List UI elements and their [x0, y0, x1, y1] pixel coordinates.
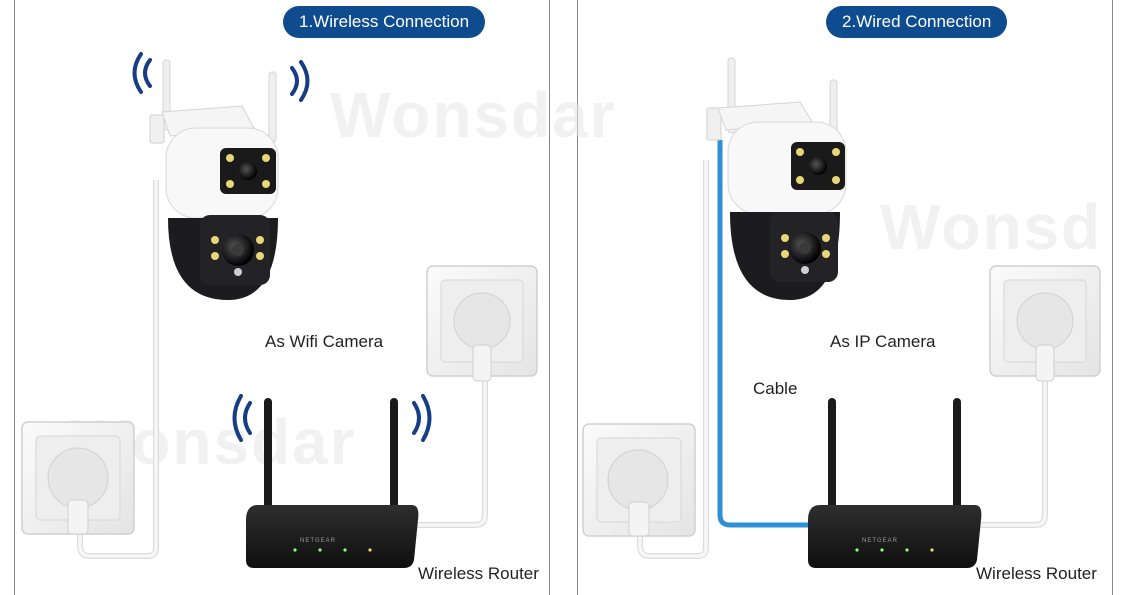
power-socket-icon: [21, 421, 135, 535]
wireless-router-label-right: Wireless Router: [976, 564, 1097, 583]
camera-icon: [149, 59, 279, 300]
wireless-connection-badge: 1.Wireless Connection: [283, 6, 486, 38]
camera-icon: [706, 57, 847, 300]
router-brand: NETGEAR: [862, 538, 898, 544]
router-icon: NETGEAR: [808, 398, 982, 568]
wifi-signal-icon: [232, 394, 432, 442]
wired-connection-badge: 2.Wired Connection: [826, 6, 1008, 38]
wifi-signal-icon: [132, 52, 310, 102]
router-brand: NETGEAR: [300, 538, 336, 544]
power-socket-icon: [582, 423, 696, 537]
power-socket-icon: [426, 265, 538, 382]
ip-camera-label: As IP Camera: [830, 332, 936, 351]
router-icon: NETGEAR: [246, 398, 419, 568]
router-power-cord: [410, 380, 488, 528]
wireless-router-label-left: Wireless Router: [418, 564, 539, 583]
cable-label: Cable: [753, 379, 798, 398]
watermark-top-left: Wonsdar: [330, 79, 617, 151]
watermark-top-right: Wonsd: [880, 191, 1103, 263]
ethernet-cable: [717, 140, 810, 528]
wifi-camera-label: As Wifi Camera: [265, 332, 384, 351]
power-socket-icon: [989, 265, 1101, 382]
